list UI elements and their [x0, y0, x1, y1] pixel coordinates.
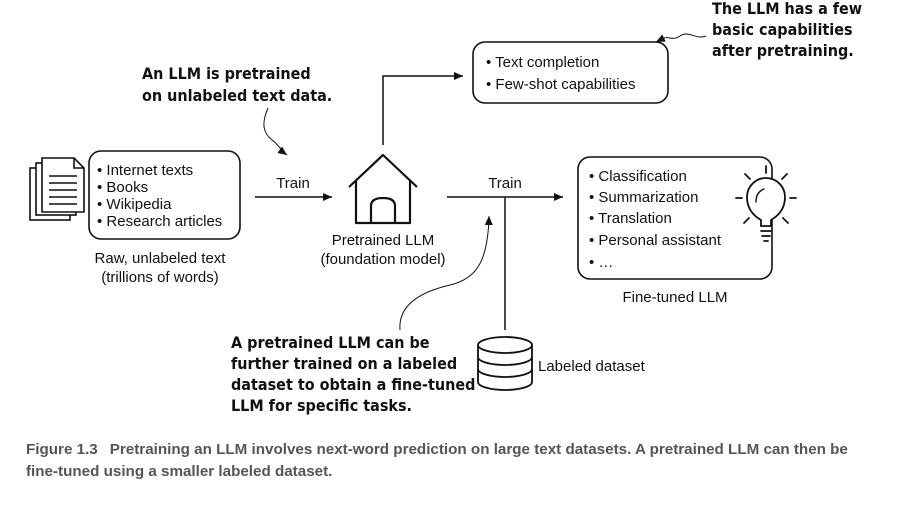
note-finetune: LLM for specific tasks. — [231, 396, 412, 415]
train-label-1: Train — [276, 175, 310, 192]
capability-item: • Few-shot capabilities — [486, 76, 635, 93]
finetuned-item: • … — [589, 254, 613, 271]
pretrained-llm-label: Pretrained LLM — [332, 232, 435, 249]
note-capabilities-pointer — [655, 33, 707, 43]
document-icon — [29, 157, 85, 221]
finetuned-item: • Summarization — [589, 189, 698, 206]
labeled-dataset-label: Labeled dataset — [538, 358, 646, 375]
pretrained-llm-sublabel: (foundation model) — [320, 251, 445, 268]
note-capabilities: after pretraining. — [712, 41, 854, 60]
finetuned-item: • Classification — [589, 168, 687, 185]
finetuned-item: • Translation — [589, 210, 672, 227]
raw-text-label: Raw, unlabeled text — [95, 250, 227, 267]
note-finetune: further trained on a labeled — [231, 354, 457, 373]
finetuned-item: • Personal assistant — [589, 232, 722, 249]
figure-label: Figure 1.3 — [26, 441, 98, 458]
lightbulb-icon — [735, 165, 797, 242]
note-pretrain: An LLM is pretrained — [142, 64, 311, 83]
capabilities-box — [472, 41, 669, 104]
note-finetune: A pretrained LLM can be — [231, 333, 430, 352]
raw-data-box — [88, 150, 241, 240]
capabilities-arrow — [382, 72, 463, 145]
raw-text-sublabel: (trillions of words) — [101, 269, 219, 286]
raw-data-item: • Internet texts — [97, 162, 193, 179]
raw-data-item: • Wikipedia — [97, 196, 172, 213]
note-capabilities: The LLM has a few — [712, 0, 862, 18]
train-label-2: Train — [488, 175, 522, 192]
note-capabilities: basic capabilities — [712, 20, 853, 39]
house-icon — [348, 153, 418, 225]
finetuned-llm-label: Fine-tuned LLM — [622, 289, 727, 306]
note-pretrain-pointer — [263, 107, 288, 156]
note-pretrain: on unlabeled text data. — [142, 86, 332, 105]
raw-data-item: • Books — [97, 179, 148, 196]
note-finetune: dataset to obtain a fine-tuned — [231, 375, 475, 394]
raw-data-item: • Research articles — [97, 213, 222, 230]
note-finetune-pointer — [399, 215, 493, 331]
capability-item: • Text completion — [486, 54, 599, 71]
database-icon — [477, 336, 533, 391]
figure-caption-text: Pretraining an LLM involves next-word pr… — [26, 441, 848, 480]
